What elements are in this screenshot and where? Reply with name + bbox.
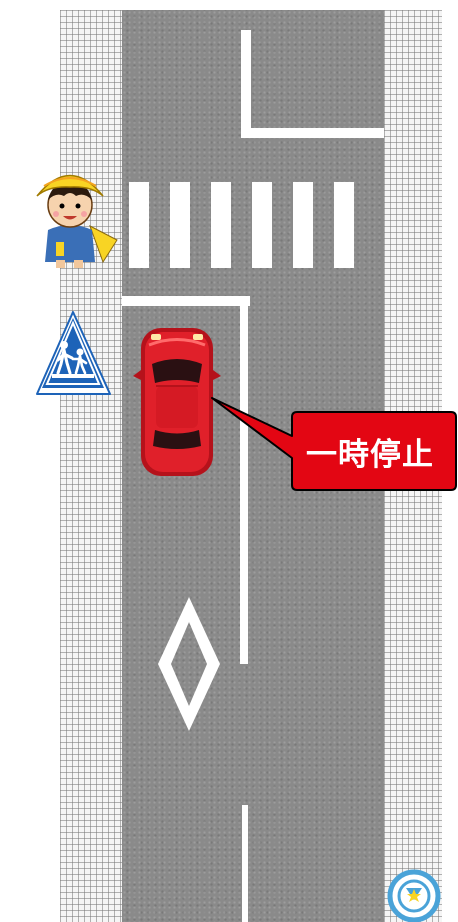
intersection-corner-vertical [241, 30, 251, 136]
crosswalk-stripe [170, 182, 190, 268]
callout-text: 一時停止 [306, 436, 434, 473]
crosswalk-stripe [129, 182, 149, 268]
pedestrian-crossing-sign-icon [36, 311, 111, 395]
intersection-corner-horizontal [241, 128, 384, 138]
crosswalk [129, 182, 354, 268]
crosswalk-stripe [252, 182, 272, 268]
callout-bubble [211, 397, 457, 491]
school-child-icon [36, 174, 118, 268]
crosswalk-stripe [293, 182, 313, 268]
center-line [240, 296, 248, 664]
crosswalk-stripe [211, 182, 231, 268]
crosswalk-stripe [334, 182, 354, 268]
red-car-icon [133, 328, 221, 476]
diamond-marking [158, 597, 220, 731]
stop-line [122, 296, 250, 306]
center-line-dash [242, 805, 248, 922]
left-sidewalk [60, 10, 122, 922]
traffic-safety-logo-icon [387, 869, 441, 922]
